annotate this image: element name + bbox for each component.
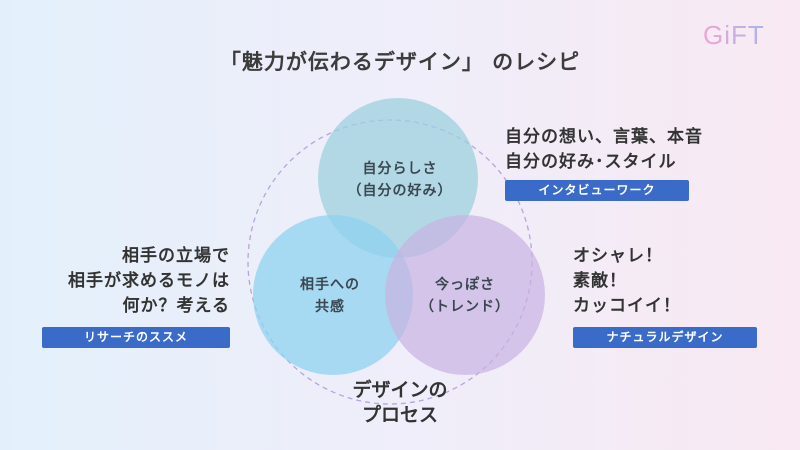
circle-self-line-1: 自分らしさ	[362, 161, 438, 177]
right-line-3: カッコイイ！	[573, 296, 681, 316]
top-right-text: 自分の想い、言葉、本音 自分の好み･スタイル	[505, 125, 703, 175]
research-tag: リサーチのススメ	[42, 327, 230, 348]
process-line-2: プロセス	[361, 404, 438, 426]
circle-empathy	[253, 215, 413, 375]
left-line-2: 相手が求めるモノは	[68, 271, 230, 291]
natural-design-tag: ナチュラルデザイン	[573, 327, 757, 348]
circle-empathy-line-1: 相手への	[300, 277, 360, 293]
page-title: 「魅力が伝わるデザイン」 のレシピ	[219, 50, 581, 74]
circle-self-label: 自分らしさ （自分の好み）	[340, 158, 460, 202]
circle-trend-line-2: （トレンド）	[420, 299, 510, 315]
top-right-line-2: 自分の好み･スタイル	[505, 152, 677, 172]
top-right-line-1: 自分の想い、言葉、本音	[505, 127, 703, 147]
left-text: 相手の立場で 相手が求めるモノは 何か？考える	[30, 244, 230, 319]
left-line-3: 何か？考える	[122, 296, 230, 316]
right-line-2: 素敵！	[573, 271, 627, 291]
circle-self	[318, 98, 478, 258]
process-line-1: デザインの	[352, 379, 448, 401]
circle-trend	[385, 215, 545, 375]
gift-logo: GiFT	[703, 20, 765, 50]
circle-empathy-line-2: 共感	[315, 299, 345, 315]
left-line-1: 相手の立場で	[122, 246, 230, 266]
process-label: デザインの プロセス	[330, 378, 470, 428]
circle-empathy-label: 相手への 共感	[270, 274, 390, 318]
circle-trend-label: 今っぽさ （トレンド）	[405, 274, 525, 318]
interview-work-tag: インタビューワーク	[505, 180, 689, 201]
right-text: オシャレ！ 素敵！ カッコイイ！	[573, 244, 681, 319]
right-line-1: オシャレ！	[573, 246, 663, 266]
circle-trend-line-1: 今っぽさ	[435, 277, 495, 293]
circle-self-line-2: （自分の好み）	[347, 183, 453, 199]
